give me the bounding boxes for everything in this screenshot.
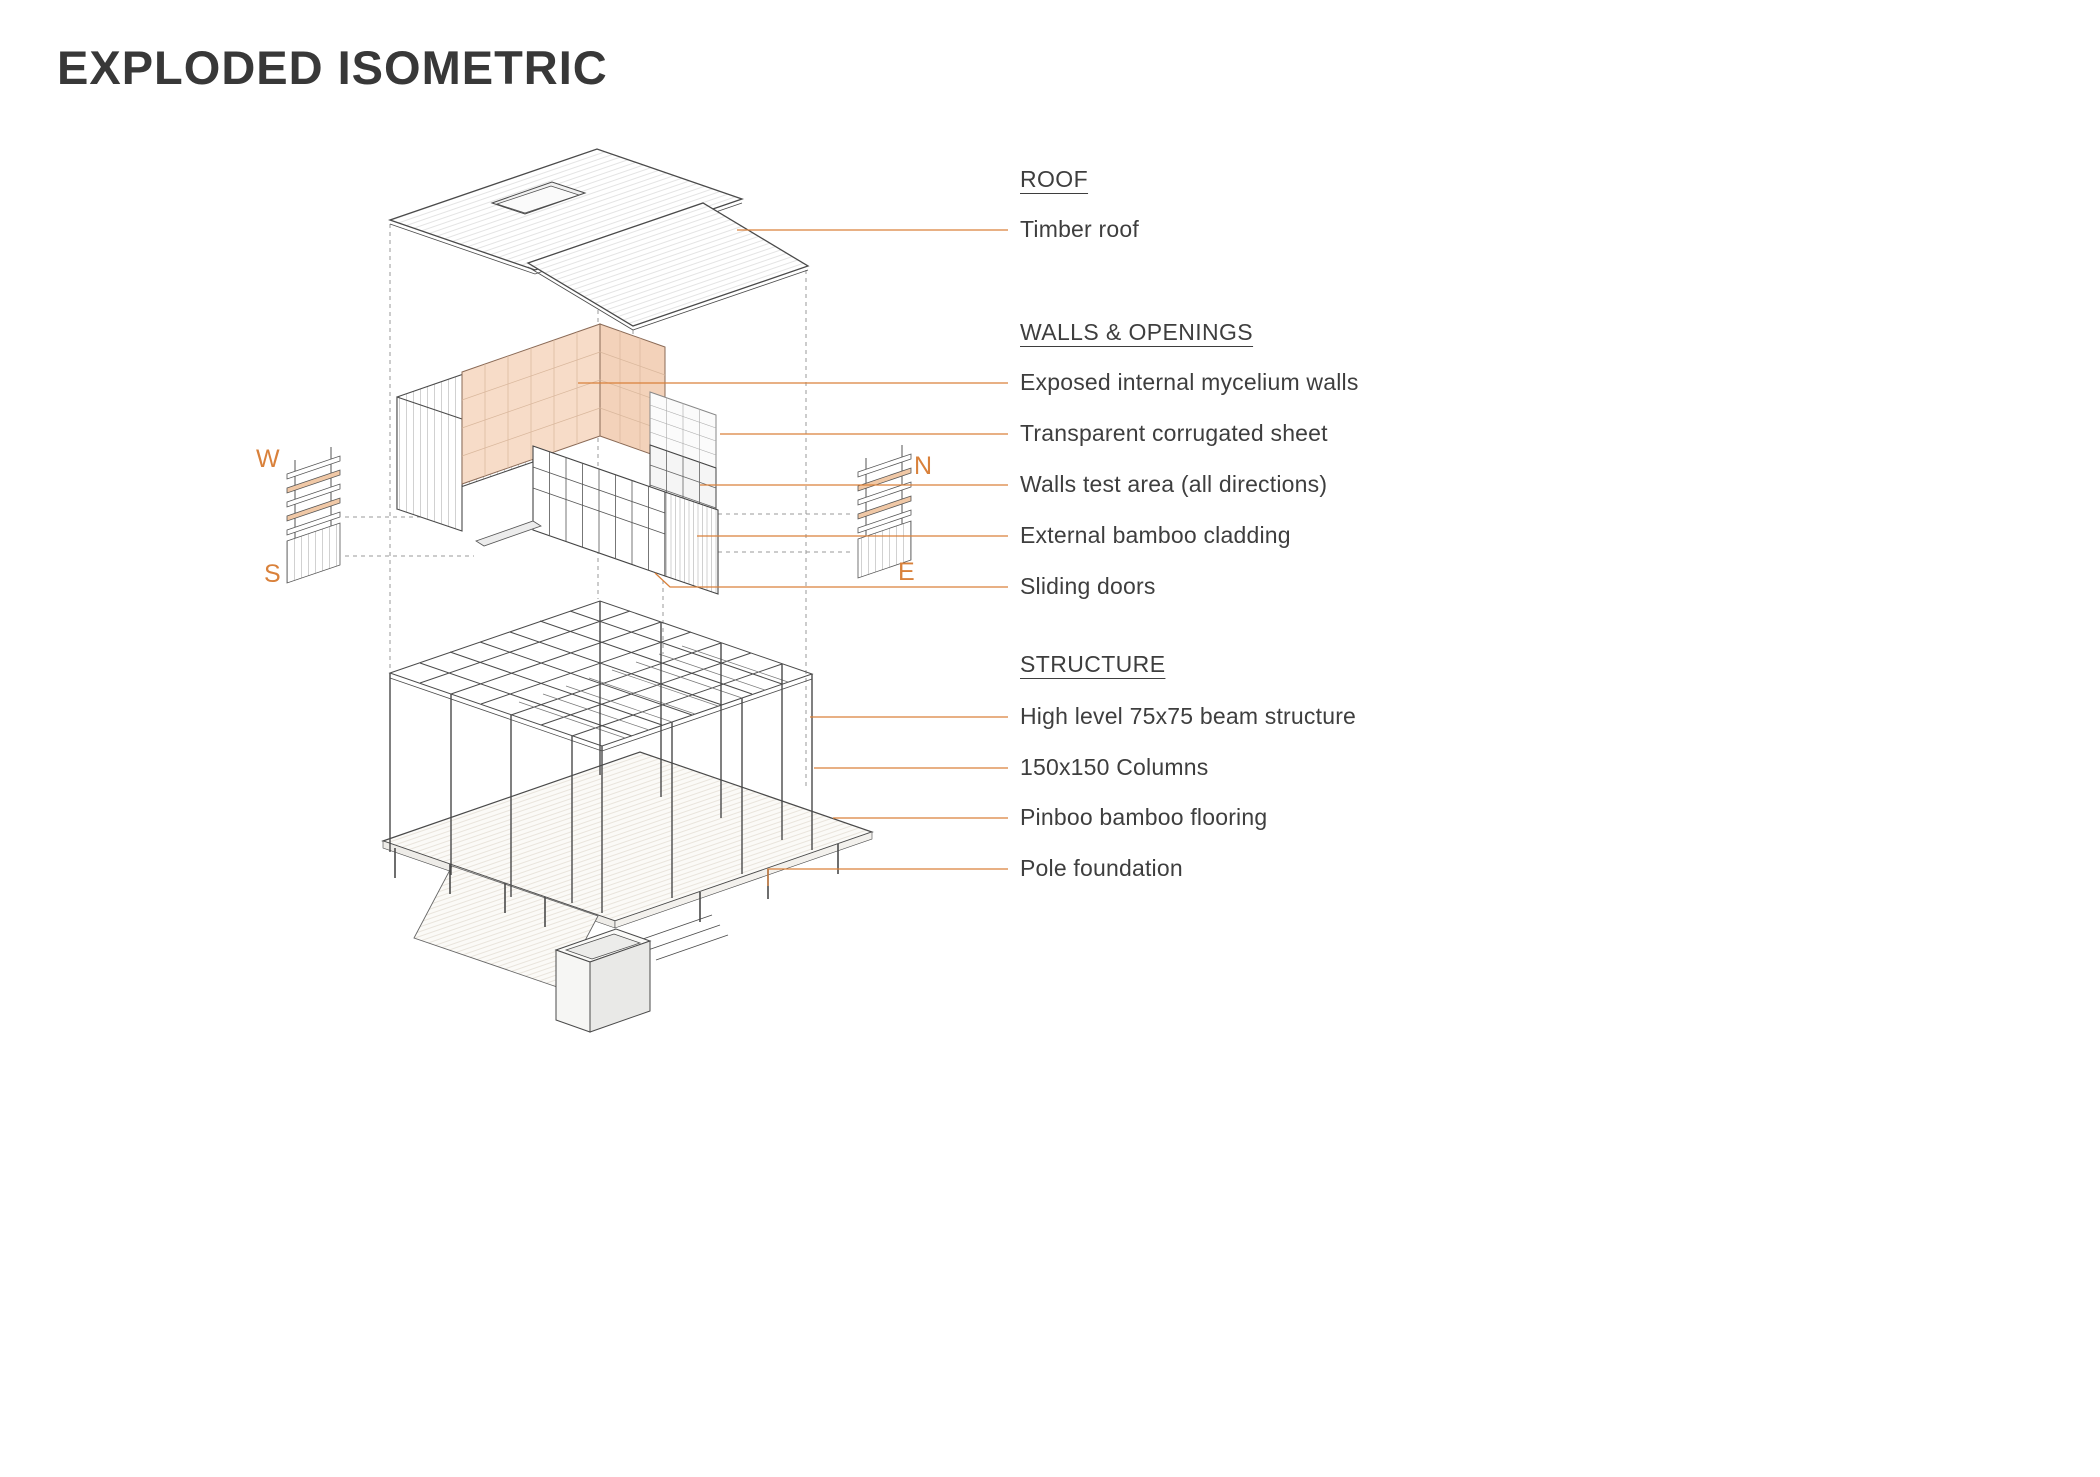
section-header-roof: ROOF <box>1020 166 1089 192</box>
east-panel-stack <box>857 445 912 579</box>
leader-pole-foundation <box>767 868 1008 886</box>
label-corrugated-sheet: Transparent corrugated sheet <box>1020 420 1328 446</box>
cabinet-sliding-band <box>532 445 666 577</box>
label-flooring: Pinboo bamboo flooring <box>1020 804 1268 830</box>
label-timber-roof: Timber roof <box>1020 216 1139 242</box>
roof-plane-right <box>526 202 810 327</box>
beam-grid <box>388 600 814 752</box>
label-columns: 150x150 Columns <box>1020 754 1209 780</box>
floor-group <box>381 751 874 1033</box>
section-header-walls: WALLS & OPENINGS <box>1020 319 1254 345</box>
compass-east: E <box>898 558 915 586</box>
plank-wall-south <box>396 396 463 532</box>
compass-north: N <box>914 452 933 480</box>
west-panel-stack <box>286 447 341 584</box>
page-title: EXPLODED ISOMETRIC <box>57 41 608 94</box>
secondary-joists <box>518 645 789 739</box>
bamboo-cladding-face <box>664 491 719 595</box>
section-header-structure: STRUCTURE <box>1020 651 1166 677</box>
label-beam-structure: High level 75x75 beam structure <box>1020 703 1357 729</box>
leader-sliding-doors <box>654 572 1008 588</box>
label-bamboo-cladding: External bamboo cladding <box>1020 522 1291 548</box>
steps <box>639 914 729 961</box>
roof-plane-left <box>388 148 744 271</box>
label-sliding-doors: Sliding doors <box>1020 573 1156 599</box>
columns <box>389 601 813 913</box>
label-mycelium-walls: Exposed internal mycelium walls <box>1020 369 1359 395</box>
compass-west: W <box>256 445 280 473</box>
mycelium-walls <box>461 323 666 485</box>
walls-group <box>396 323 719 595</box>
label-pole-foundation: Pole foundation <box>1020 855 1183 881</box>
leader-lines <box>578 229 1008 886</box>
compass-south: S <box>264 560 281 588</box>
planter-box <box>554 928 652 1033</box>
roof-group <box>388 148 810 331</box>
structure-group <box>388 600 814 913</box>
label-walls-test-area: Walls test area (all directions) <box>1020 471 1328 497</box>
ramp-board <box>475 520 542 547</box>
